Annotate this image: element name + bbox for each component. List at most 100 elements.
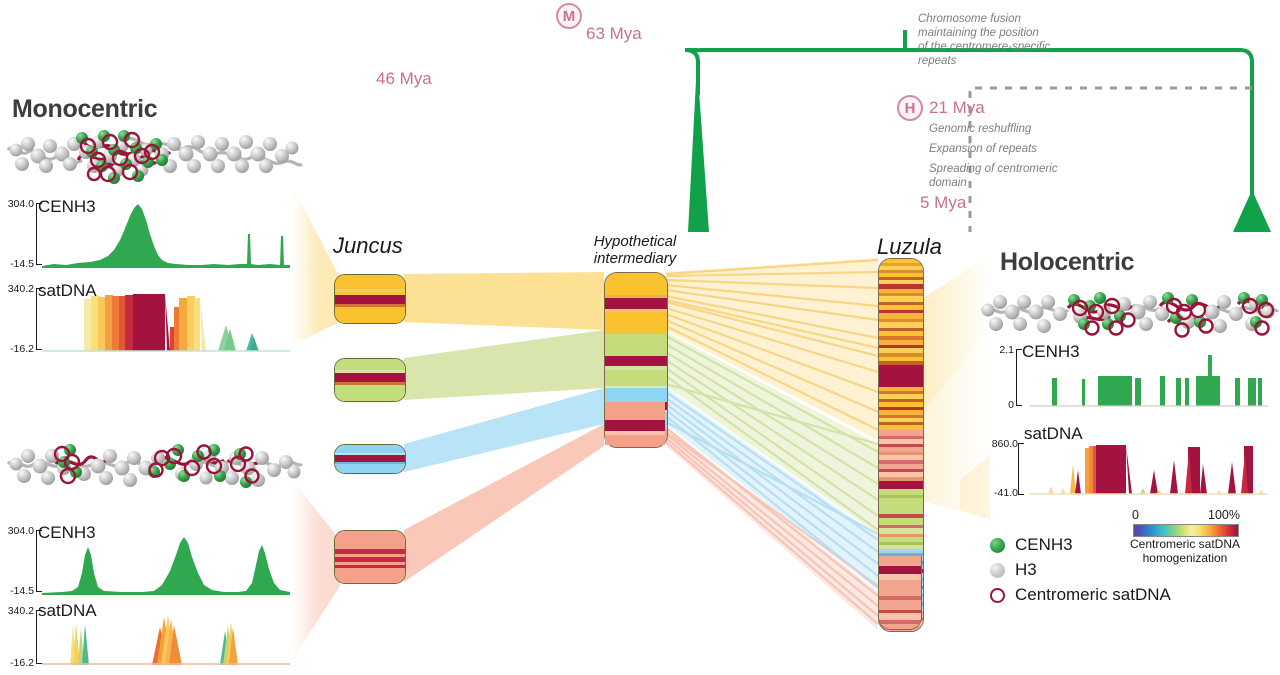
band: [605, 312, 667, 334]
satdna-axis-max-monocentric: 340.2: [7, 283, 34, 295]
band: [879, 574, 921, 580]
satdna-track-label-monocentric-lower: satDNA: [38, 601, 97, 620]
satdna-axis-max-monocentric-lower: 340.2: [7, 605, 34, 617]
cenh3-profile-holocentric: [1030, 355, 1268, 407]
cenh3-axis-min-holocentric: 0: [1008, 399, 1014, 411]
satdna-axis-min-holocentric: -41.0: [994, 487, 1018, 499]
centromere-band: [605, 356, 667, 366]
chr-arm: [335, 531, 405, 549]
band: [879, 610, 921, 613]
legend-label-centromeric-satdna: Centromeric satDNA: [1015, 585, 1171, 604]
band: [605, 402, 665, 420]
satdna-track-label-holocentric: satDNA: [1024, 424, 1083, 443]
branch-age-luzula: 5 Mya: [920, 193, 967, 212]
hypothetical-intermediary-lower-bands: [605, 402, 665, 445]
chr-subband: [335, 370, 405, 373]
cenh3-track-label-holocentric: CENH3: [1022, 342, 1080, 361]
juncus-chromosome-2: [334, 358, 406, 402]
satdna-profile-monocentric: [42, 294, 290, 352]
chr-arm: [335, 445, 405, 453]
centromere-band: [335, 557, 405, 562]
band: [879, 620, 921, 624]
nucleosome-chain-monocentric: [6, 130, 304, 184]
satdna-track-label-monocentric: satDNA: [38, 281, 97, 300]
satdna-profile-monocentric-lower: [42, 615, 290, 665]
satdna-axis-bracket-holocentric: [1018, 443, 1024, 495]
centromere-band: [605, 298, 667, 309]
band: [605, 431, 665, 435]
centromere-band: [335, 295, 405, 304]
satdna-axis-bracket-monocentric: [36, 288, 42, 350]
tree-node-H-age: 21 Mya: [929, 98, 985, 117]
annotation-genomic-reshuffling: Genomic reshuffling: [929, 123, 1032, 135]
legend-item-centromeric-satdna: Centromeric satDNA: [990, 585, 1171, 605]
cenh3-track-label-monocentric: CENH3: [38, 197, 96, 216]
band: [605, 295, 667, 298]
satdna-axis-min-monocentric-lower: -16.2: [10, 657, 34, 669]
legend-item-cenh3: CENH3: [990, 535, 1073, 555]
cenh3-axis-min-monocentric: -14.5: [10, 258, 34, 270]
centromere-band: [335, 455, 405, 462]
band: [879, 580, 921, 596]
annotation-spreading-of-centromeric-domain: Spreading of centromeric domain: [929, 163, 1058, 190]
centromere-band: [879, 566, 921, 574]
chr-arm: [335, 359, 405, 370]
band: [605, 309, 667, 312]
phylogenetic-tree: [684, 30, 1271, 232]
cenh3-track-label-monocentric-lower: CENH3: [38, 523, 96, 542]
centromere-band: [335, 565, 405, 568]
colorbar-gradient: [1133, 524, 1239, 537]
legend-label-cenh3: CENH3: [1015, 535, 1073, 554]
colorbar-min-label: 0: [1132, 508, 1139, 522]
chr-arm: [335, 275, 405, 289]
chr-arm: [335, 307, 405, 323]
chr-subband: [335, 304, 405, 307]
chr-arm: [335, 385, 405, 401]
annotation-expansion-of-repeats: Expansion of repeats: [929, 143, 1038, 155]
chr-subband: [335, 289, 405, 292]
colorbar-caption: Centromeric satDNA homogenization: [1129, 537, 1241, 565]
band: [879, 600, 921, 610]
tree-node-H: H: [897, 95, 923, 121]
branch-age-juncus: 46 Mya: [376, 69, 432, 88]
cenh3-axis-bracket-monocentric-lower: [36, 530, 42, 592]
cenh3-axis-max-holocentric: 2.1: [999, 344, 1014, 356]
satdna-ring-icon: [990, 587, 1005, 603]
nucleosome-chain-holocentric: [980, 292, 1280, 338]
band: [605, 388, 667, 402]
juncus-chromosome-1: [334, 274, 406, 324]
chr-subband: [335, 453, 405, 455]
band: [879, 596, 921, 600]
panel-title-holocentric: Holocentric: [1000, 248, 1135, 276]
satdna-profile-holocentric: [1030, 445, 1268, 495]
satdna-axis-bracket-monocentric-lower: [36, 610, 42, 664]
nucleosome-chain-monocentric-lower: [6, 444, 304, 488]
juncus-chromosome-3: [334, 444, 406, 474]
chr-arm: [335, 568, 405, 583]
cenh3-axis-max-monocentric: 304.0: [7, 198, 34, 210]
panel-title-monocentric: Monocentric: [12, 95, 158, 123]
band: [605, 334, 667, 356]
band: [605, 273, 667, 295]
tree-node-M: M: [556, 3, 582, 29]
tree-node-M-letter: M: [562, 7, 576, 25]
legend-label-h3: H3: [1015, 560, 1037, 579]
cenh3-axis-max-monocentric-lower: 304.0: [7, 525, 34, 537]
cenh3-profile-monocentric: [42, 204, 290, 268]
chr-subband: [335, 554, 405, 557]
karyotype-label-juncus: Juncus: [333, 233, 403, 258]
cenh3-axis-bracket-holocentric: [1016, 349, 1022, 406]
cenh3-dot-icon: [990, 537, 1005, 553]
chr-subband: [335, 382, 405, 385]
satdna-axis-min-monocentric: -16.2: [10, 343, 34, 355]
h3-dot-icon: [990, 562, 1005, 578]
chr-subband: [335, 462, 405, 464]
centromere-band: [335, 373, 405, 382]
karyotype-label-hypothetical-intermediary: Hypothetical intermediary: [593, 233, 677, 267]
luzula-chromosome-tail: [878, 556, 922, 630]
band: [879, 624, 921, 629]
karyotype-label-luzula: Luzula: [877, 234, 942, 259]
centromere-band: [335, 549, 405, 554]
colorbar-max-label: 100%: [1208, 508, 1240, 522]
